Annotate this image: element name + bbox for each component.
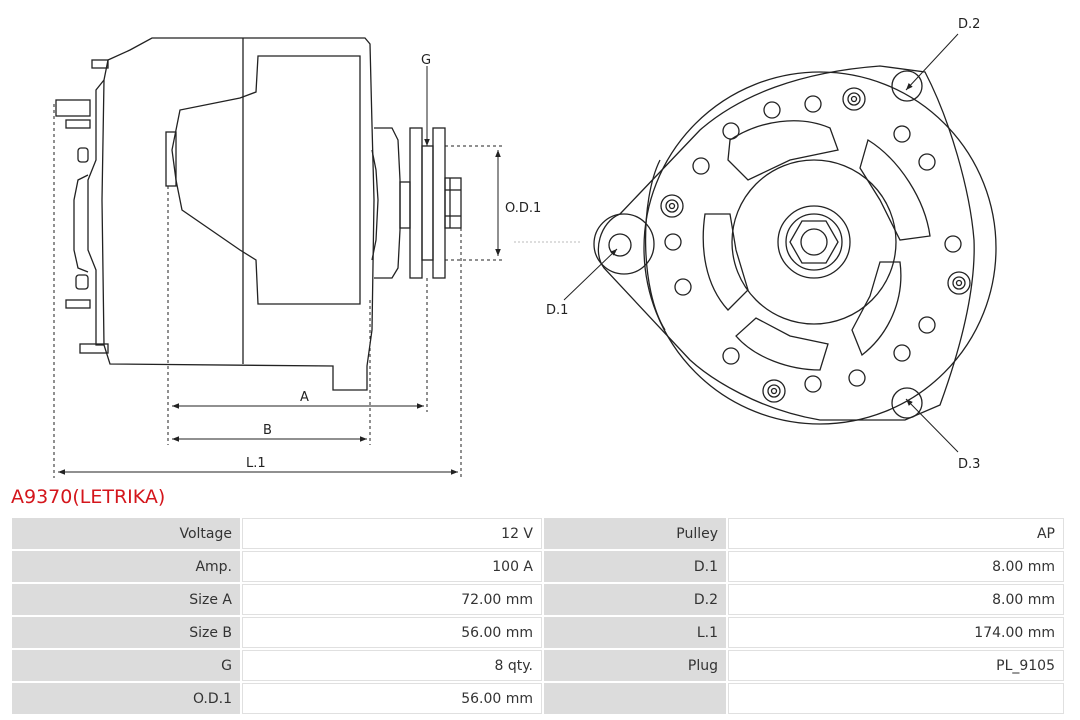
dimension-lines: [53, 66, 580, 478]
front-casing: [597, 65, 975, 421]
spec-value: [728, 683, 1064, 714]
spec-value: AP: [728, 518, 1064, 549]
spec-label: Plug: [544, 650, 726, 681]
spec-value: PL_9105: [728, 650, 1064, 681]
spec-label: Pulley: [544, 518, 726, 549]
spec-value: 12 V: [242, 518, 542, 549]
label-od1: O.D.1: [505, 201, 541, 216]
spec-label: G: [12, 650, 240, 681]
label-a: A: [300, 390, 309, 405]
spec-label: L.1: [544, 617, 726, 648]
spec-value: 100 A: [242, 551, 542, 582]
housing-outline: [101, 37, 375, 391]
spec-label: [544, 683, 726, 714]
front-leaders: [563, 33, 959, 453]
spec-label: Size A: [12, 584, 240, 615]
spec-value: 174.00 mm: [728, 617, 1064, 648]
alternator-technical-drawing: G O.D.1 A B L.1: [53, 17, 997, 478]
front-view: [593, 65, 997, 425]
spec-label: D.1: [544, 551, 726, 582]
spec-value: 8 qty.: [242, 650, 542, 681]
label-b: B: [263, 423, 272, 438]
label-g: G: [421, 53, 431, 68]
spec-label: D.2: [544, 584, 726, 615]
spec-label: O.D.1: [12, 683, 240, 714]
label-d1: D.1: [546, 303, 568, 318]
spec-value: 56.00 mm: [242, 683, 542, 714]
product-title: A9370(LETRIKA): [11, 486, 166, 508]
spec-label: Voltage: [12, 518, 240, 549]
spec-label: Amp.: [12, 551, 240, 582]
spec-value: 8.00 mm: [728, 584, 1064, 615]
label-d3: D.3: [958, 457, 980, 472]
spec-value: 56.00 mm: [242, 617, 542, 648]
spec-value: 8.00 mm: [728, 551, 1064, 582]
spec-label: Size B: [12, 617, 240, 648]
label-d2: D.2: [958, 17, 980, 32]
spec-value: 72.00 mm: [242, 584, 542, 615]
label-l1: L.1: [246, 456, 266, 471]
side-view: [55, 37, 462, 391]
